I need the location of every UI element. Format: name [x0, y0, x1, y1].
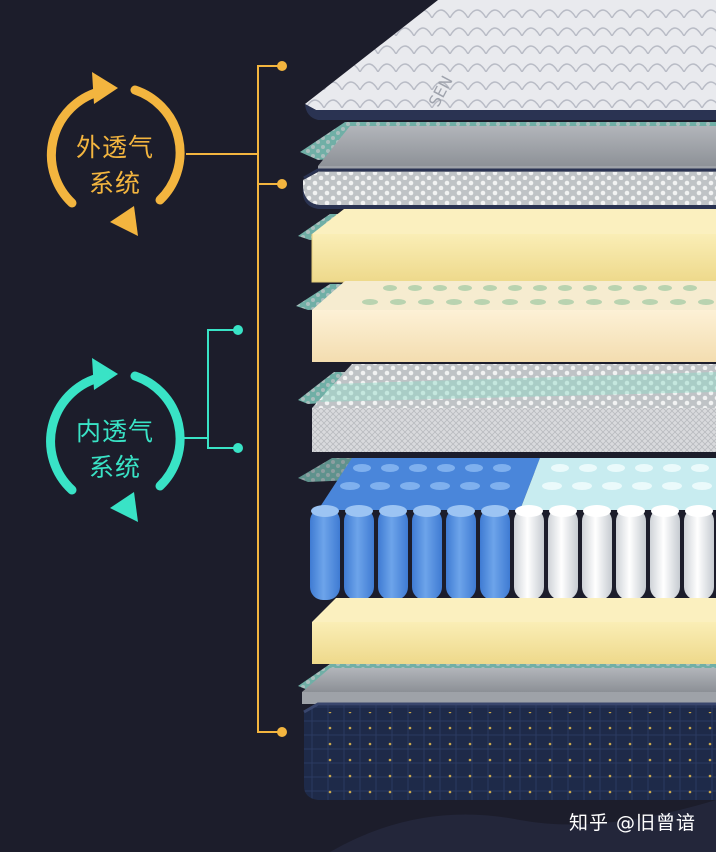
- quilted-top-panel: SEN: [305, 0, 716, 120]
- base-pad-layer: [302, 668, 716, 704]
- bracket-dot: [233, 325, 243, 335]
- 3d-mesh-layer: [312, 364, 716, 452]
- background-shape: [330, 800, 716, 852]
- bracket-dot: [277, 61, 287, 71]
- bracket-lines: [180, 61, 287, 737]
- bracket-dot: [233, 443, 243, 453]
- outer-ventilation-line2: 系统: [88, 169, 141, 198]
- support-foam-layer: [312, 598, 716, 664]
- inner-ventilation-line2: 系统: [88, 453, 141, 482]
- memory-foam-layer: [311, 209, 716, 283]
- breathable-mesh-layer: [302, 168, 716, 209]
- bracket-dot: [277, 727, 287, 737]
- mattress-base: [303, 702, 716, 800]
- pocket-spring-layer: [310, 458, 716, 600]
- outer-ventilation-line1: 外透气: [75, 133, 154, 162]
- outer-ventilation-label: 外透气 系统: [52, 130, 178, 202]
- bracket-dot: [277, 179, 287, 189]
- inner-ventilation-label: 内透气 系统: [52, 414, 178, 486]
- inner-cycle-arrow-icon: [46, 358, 185, 522]
- zhihu-watermark: 知乎 @旧曾谙: [568, 812, 696, 834]
- inner-ventilation-line1: 内透气: [75, 417, 154, 446]
- outer-cycle-arrow-icon: [46, 72, 185, 236]
- latex-layer: [312, 281, 716, 362]
